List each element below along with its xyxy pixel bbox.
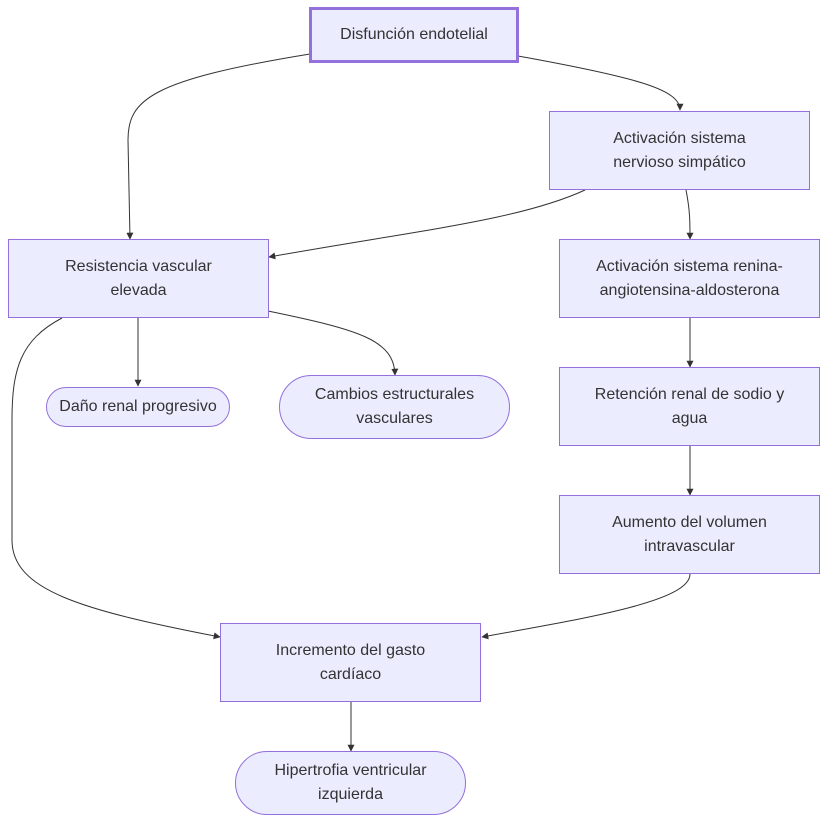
node-hipertrofia-ventricular: Hipertrofia ventricular izquierda xyxy=(235,751,466,815)
edge-simpatico-resistencia xyxy=(268,189,586,260)
edge-disfuncion-simpatico xyxy=(517,55,684,111)
node-aumento-volumen: Aumento del volumen intravascular xyxy=(559,495,820,574)
node-resistencia-vascular: Resistencia vascular elevada xyxy=(8,239,269,318)
node-label: Activación sistema nervioso simpático xyxy=(613,129,746,171)
node-cambios-estructurales: Cambios estructurales vasculares xyxy=(279,375,510,439)
node-disfuncion-endotelial: Disfunción endotelial xyxy=(309,7,519,63)
node-label: Retención renal de sodio y agua xyxy=(594,385,785,427)
node-dano-renal: Daño renal progresivo xyxy=(46,387,230,427)
edge-resistencia-gasto xyxy=(11,317,221,640)
node-retencion-renal: Retención renal de sodio y agua xyxy=(559,367,820,446)
node-label: Hipertrofia ventricular izquierda xyxy=(274,762,427,803)
node-label: Aumento del volumen intravascular xyxy=(612,513,767,555)
edge-volumen-gasto xyxy=(481,573,691,640)
node-label: Incremento del gasto cardíaco xyxy=(275,641,426,683)
node-label: Activación sistema renina-angiotensina-a… xyxy=(596,257,783,299)
node-label: Daño renal progresivo xyxy=(59,398,217,415)
edge-resistencia-cambios xyxy=(267,310,399,376)
node-activacion-simpatico: Activación sistema nervioso simpático xyxy=(549,111,810,190)
node-label: Resistencia vascular elevada xyxy=(65,257,212,299)
node-incremento-gasto: Incremento del gasto cardíaco xyxy=(220,623,481,702)
node-activacion-renina: Activación sistema renina-angiotensina-a… xyxy=(559,239,820,318)
node-label: Cambios estructurales vasculares xyxy=(314,386,475,427)
node-label: Disfunción endotelial xyxy=(340,26,488,43)
edge-disfuncion-resistencia xyxy=(126,53,311,240)
edge-simpatico-renina xyxy=(685,189,694,240)
